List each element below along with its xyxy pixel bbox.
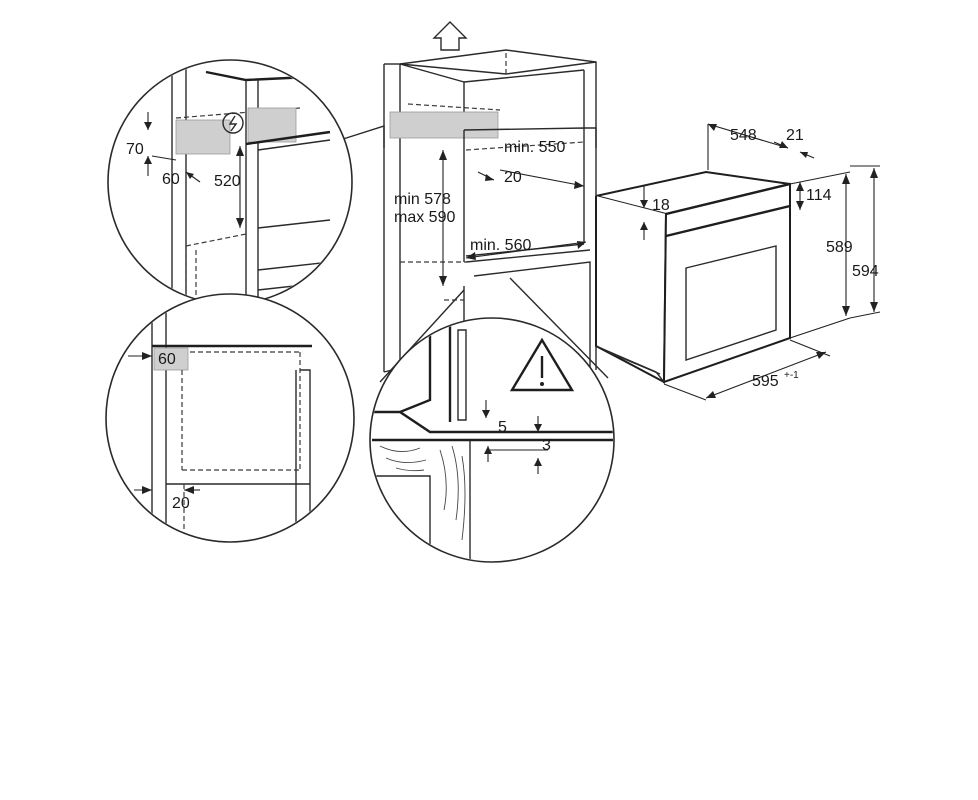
middle-bottom-offset-label: 20 bbox=[172, 495, 190, 512]
cabinet-depth-label: min. 550 bbox=[504, 139, 565, 156]
middle-top-depth-label: 60 bbox=[158, 351, 176, 368]
oven-dimensions: 548 21 114 18 589 594 bbox=[640, 123, 881, 401]
cabinet-dimensions: min. 550 20 min 578 max 590 min. 560 bbox=[394, 139, 587, 286]
upper-gap-vertical-label: 70 bbox=[126, 141, 144, 158]
warning-triangle-icon bbox=[509, 337, 575, 392]
oven-front-thickness-label: 21 bbox=[786, 127, 804, 144]
oven-depth-label: 548 bbox=[730, 127, 757, 144]
upper-height-label: 520 bbox=[214, 173, 241, 190]
cabinet-width-label: min. 560 bbox=[470, 237, 531, 254]
middle-detail-circle: 60 20 bbox=[105, 293, 355, 543]
oven-total-height-label: 594 bbox=[852, 263, 879, 280]
oven-appliance bbox=[595, 170, 791, 384]
cable-zone bbox=[389, 111, 499, 139]
cabinet-height-max-label: max 590 bbox=[394, 209, 455, 226]
oven-front-height-label: 114 bbox=[806, 187, 832, 204]
lower-gap-a-label: 5 bbox=[498, 419, 507, 436]
electric-symbol-icon bbox=[222, 112, 244, 134]
lower-gap-b-label: 3 bbox=[542, 437, 551, 454]
oven-width-tolerance-label: +-1 bbox=[784, 370, 799, 381]
oven-panel-offset-label: 18 bbox=[652, 197, 670, 214]
oven-width-label: 595 bbox=[752, 373, 779, 390]
oven-body-height-label: 589 bbox=[826, 239, 853, 256]
cabinet-height-min-label: min 578 bbox=[394, 191, 451, 208]
upper-gap-horizontal-label: 60 bbox=[162, 171, 180, 188]
upper-detail-circle: 70 60 520 bbox=[107, 59, 385, 305]
cabinet-side-offset-label: 20 bbox=[504, 169, 522, 186]
lower-detail-circle: 5 3 bbox=[369, 277, 615, 563]
up-arrow-icon bbox=[432, 21, 468, 51]
